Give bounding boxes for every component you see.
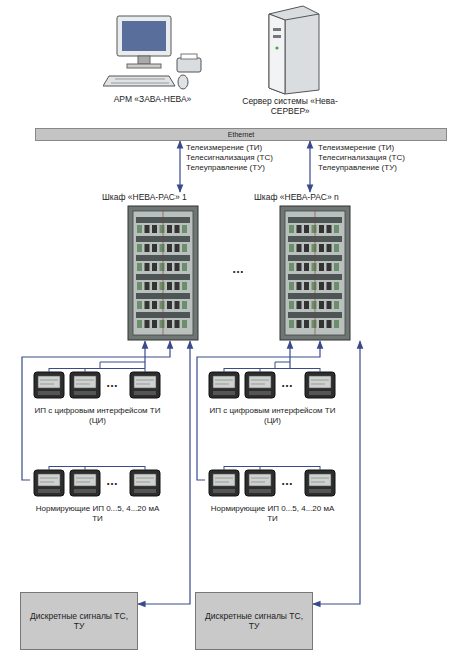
meter-row-icon	[205, 368, 340, 404]
lead-wire	[275, 362, 290, 368]
node-label: Шкаф «НЕВА-РАС» n	[250, 192, 380, 202]
signal-label: Телеизмерение (ТИ)	[318, 143, 394, 153]
signal-connector	[179, 141, 180, 192]
node-label: АРМ «ЗАВА-НЕВА»	[95, 94, 210, 104]
instrument-group: Нормирующие ИП 0...5, 4...20 мА ТИ	[205, 466, 340, 525]
signal-connector	[289, 341, 290, 368]
cabinet-node: Шкаф «НЕВА-РАС» n	[250, 192, 380, 341]
ellipsis-mark: …	[232, 262, 244, 276]
meter-row-icon	[30, 368, 165, 404]
signal-label: Телеуправление (ТУ)	[318, 163, 397, 173]
cabinet-icon	[127, 205, 199, 341]
signal-connector	[144, 341, 145, 368]
server-icon	[255, 4, 325, 96]
signal-connector	[22, 341, 170, 480]
signal-label: Телесигнализация (ТС)	[318, 153, 405, 163]
discrete-signal-box: Дискретные сигналы ТС, ТУ	[195, 592, 313, 650]
lead-wire	[100, 362, 145, 368]
node-label: ИП с цифровым интерфейсом ТИ (ЦИ)	[30, 404, 165, 427]
bus-bar: Ethernet	[35, 128, 447, 141]
cabinet-node: Шкаф «НЕВА-РАС» 1	[98, 192, 228, 341]
instrument-group: Нормирующие ИП 0...5, 4...20 мА ТИ	[30, 466, 165, 525]
ellipsis-mark: …	[106, 474, 118, 488]
ellipsis-mark: …	[106, 376, 118, 390]
node-label: ИП с цифровым интерфейсом ТИ (ЦИ)	[205, 404, 340, 427]
cabinet-icon	[279, 205, 351, 341]
signal-connector	[309, 141, 310, 192]
node-label: Сервер системы «Нева-СЕРВЕР»	[225, 96, 355, 116]
meter-row-icon	[30, 466, 165, 502]
instrument-group: ИП с цифровым интерфейсом ТИ (ЦИ)	[30, 368, 165, 427]
workstation-icon	[103, 12, 203, 94]
node-label: Шкаф «НЕВА-РАС» 1	[98, 192, 228, 202]
server-node: Сервер системы «Нева-СЕРВЕР»	[225, 4, 355, 116]
meter-row-icon	[205, 466, 340, 502]
discrete-signal-box: Дискретные сигналы ТС, ТУ	[20, 592, 138, 650]
ellipsis-mark: …	[281, 376, 293, 390]
signal-label: Телеизмерение (ТИ)	[186, 143, 262, 153]
signal-label: Телесигнализация (ТС)	[186, 153, 273, 163]
node-label: Дискретные сигналы ТС, ТУ	[21, 611, 137, 631]
node-label: Ethernet	[36, 129, 446, 140]
instrument-group: ИП с цифровым интерфейсом ТИ (ЦИ)	[205, 368, 340, 427]
signal-label: Телеуправление (ТУ)	[186, 163, 265, 173]
workstation-node: АРМ «ЗАВА-НЕВА»	[95, 12, 210, 104]
node-label: Нормирующие ИП 0...5, 4...20 мА ТИ	[205, 502, 340, 525]
node-label: Дискретные сигналы ТС, ТУ	[196, 611, 312, 631]
node-label: Нормирующие ИП 0...5, 4...20 мА ТИ	[30, 502, 165, 525]
ellipsis-mark: …	[281, 474, 293, 488]
